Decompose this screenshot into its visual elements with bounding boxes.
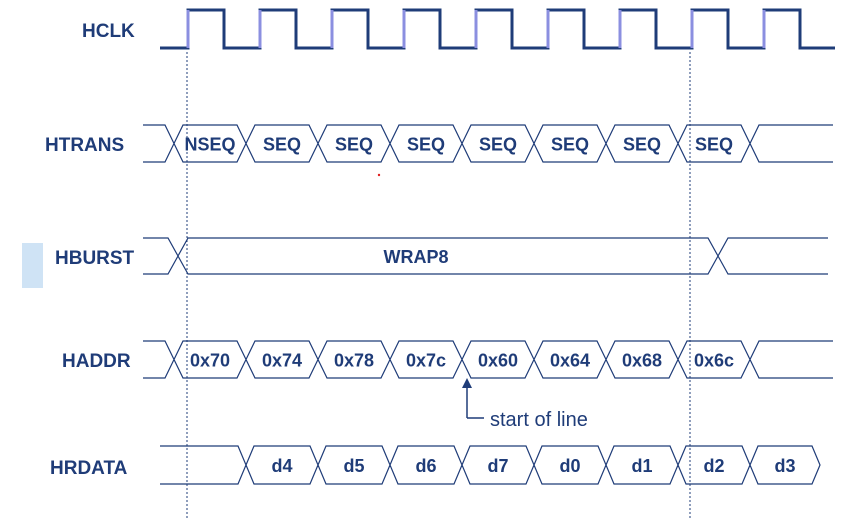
label-hclk: HCLK — [82, 21, 135, 42]
label-hburst: HBURST — [55, 248, 135, 269]
htrans-cell-value: NSEQ — [184, 135, 235, 155]
hrdata-cell-value: d7 — [487, 456, 508, 476]
side-marker — [22, 243, 43, 288]
htrans-cell-value: SEQ — [263, 135, 301, 155]
annotation-arrow-head — [462, 378, 472, 388]
start-of-line-annotation: start of line — [462, 378, 588, 431]
htrans-cell-value: SEQ — [407, 135, 445, 155]
hrdata-cell-value: d4 — [271, 456, 292, 476]
annotation-text: start of line — [490, 409, 588, 431]
hburst-value: WRAP8 — [383, 247, 448, 267]
haddr-cell-value: 0x6c — [694, 351, 734, 371]
label-haddr: HADDR — [62, 351, 131, 372]
htrans-cell-value: SEQ — [551, 135, 589, 155]
haddr-cell-value: 0x74 — [262, 351, 302, 371]
hrdata-outline — [160, 445, 821, 485]
label-hrdata: HRDATA — [50, 458, 128, 479]
haddr-cell-outline — [143, 340, 833, 379]
htrans-cell-outline — [143, 124, 833, 163]
hrdata-cell-value: d0 — [559, 456, 580, 476]
red-dot — [377, 173, 381, 177]
hclk-trace — [160, 8, 835, 50]
label-htrans: HTRANS — [45, 135, 124, 156]
haddr-cell-value: 0x64 — [550, 351, 590, 371]
hrdata-cell-value: d1 — [631, 456, 652, 476]
haddr-cell-value: 0x68 — [622, 351, 662, 371]
hrdata-cell-value: d6 — [415, 456, 436, 476]
haddr-cell-value: 0x70 — [190, 351, 230, 371]
htrans-bus: NSEQ SEQ SEQ SEQ SEQ SEQ SEQ SEQ — [143, 124, 833, 163]
haddr-cell-value: 0x60 — [478, 351, 518, 371]
hrdata-cell-value: d3 — [774, 456, 795, 476]
htrans-cell-value: SEQ — [335, 135, 373, 155]
hrdata-cell-value: d2 — [703, 456, 724, 476]
haddr-cell-value: 0x78 — [334, 351, 374, 371]
htrans-cell-value: SEQ — [695, 135, 733, 155]
hburst-outline — [143, 237, 828, 275]
hburst-bus: WRAP8 — [143, 237, 828, 275]
hrdata-cell-value: d5 — [343, 456, 364, 476]
hclk-waveform — [160, 8, 835, 50]
haddr-cell-value: 0x7c — [406, 351, 446, 371]
hrdata-bus: d4 d5 d6 d7 d0 d1 d2 d3 — [160, 445, 821, 485]
haddr-bus: 0x70 0x74 0x78 0x7c 0x60 0x64 0x68 0x6c — [143, 340, 833, 379]
htrans-cell-value: SEQ — [623, 135, 661, 155]
htrans-cell-value: SEQ — [479, 135, 517, 155]
